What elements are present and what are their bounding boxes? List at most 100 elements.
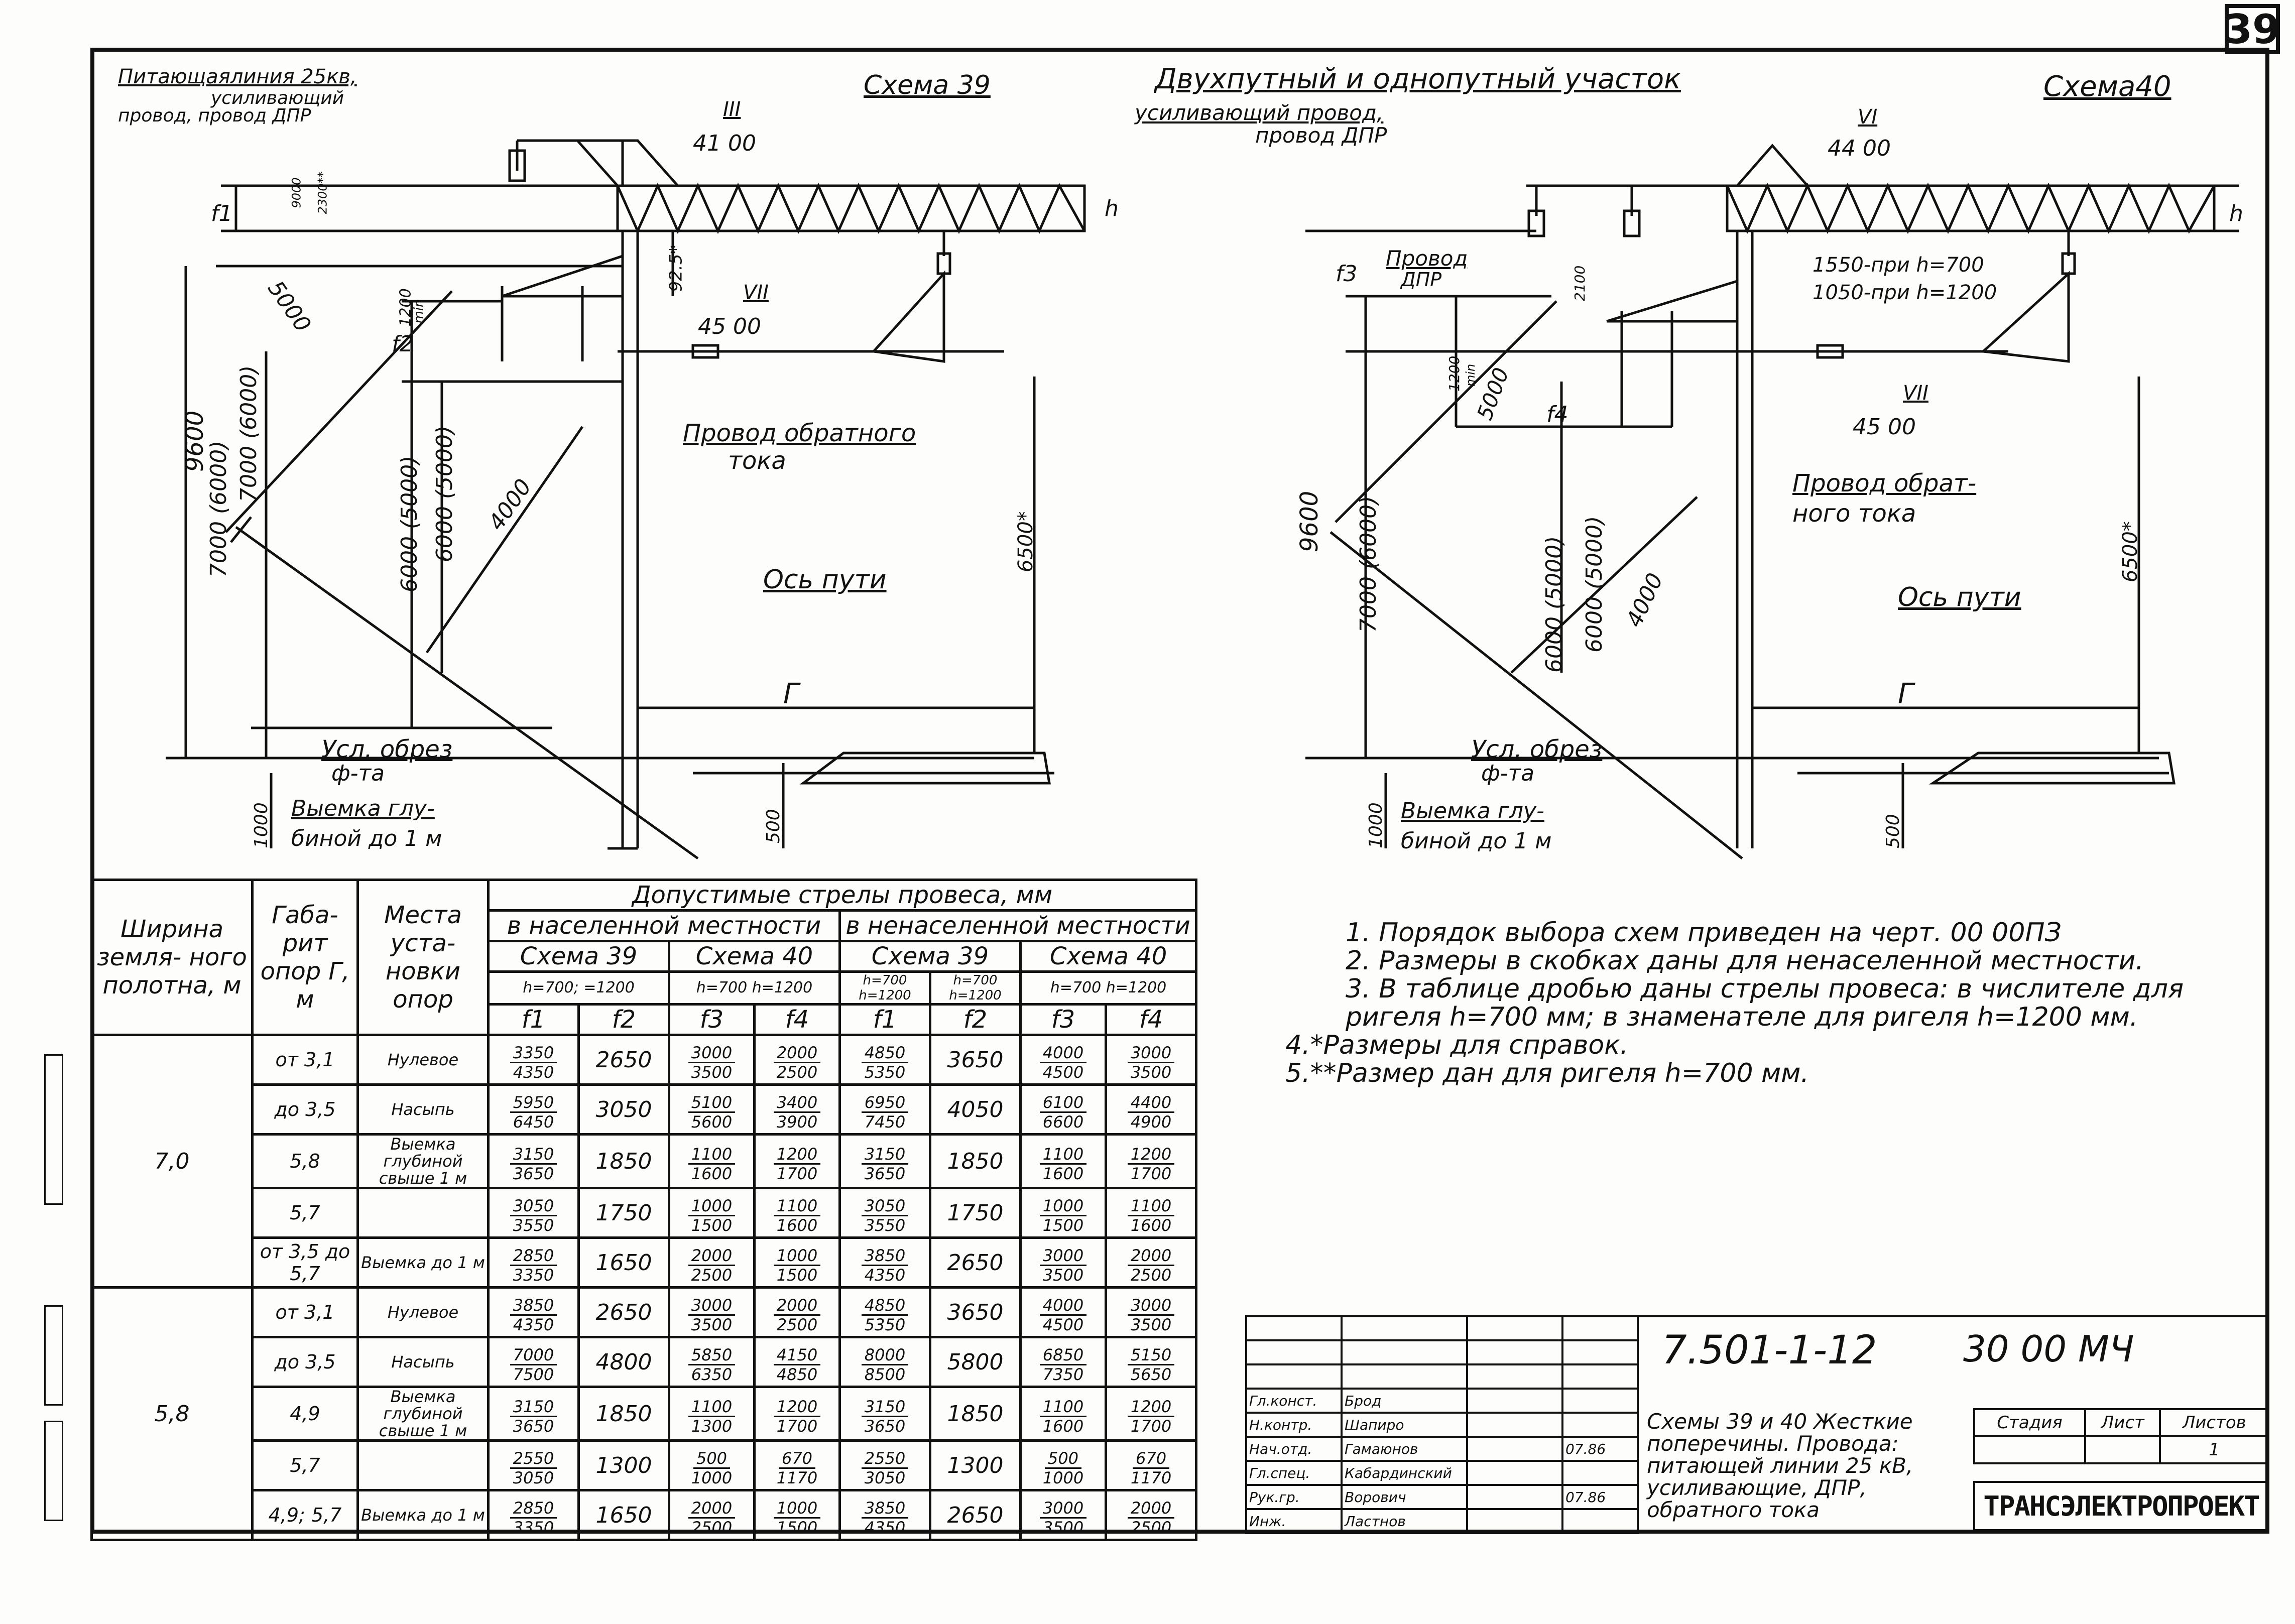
s40-return-wire: Провод обрат-	[1792, 469, 1977, 497]
col-width-header: Ширина земля- ного полотна, м	[90, 879, 254, 1036]
populated-header: в населенной местности	[487, 909, 841, 942]
s40-dim-500: 500	[1883, 814, 1903, 848]
place-cell: Нулевое	[356, 1286, 490, 1338]
doc-description: Схемы 39 и 40 Жесткие поперечины. Провод…	[1647, 1409, 1913, 1522]
unpop-f1-h: h=700 h=1200	[838, 970, 931, 1006]
denominator: 5650	[1130, 1365, 1172, 1384]
pop-s40-h: h=700 h=1200	[668, 970, 841, 1006]
denominator: 1000	[1042, 1468, 1084, 1487]
s40-excavation2: биной до 1 м	[1401, 828, 1552, 854]
hdr-f2: f2	[577, 1003, 670, 1036]
numerator: 1100	[1127, 1197, 1175, 1216]
sheet-number-box: 39	[2224, 4, 2280, 54]
numerator: 3150	[861, 1145, 909, 1165]
numerator: 4000	[1039, 1044, 1087, 1063]
role-4: Рук.гр.	[1245, 1484, 1343, 1510]
sheets-value: 1	[2159, 1435, 2269, 1464]
s40-note-h1200: 1050-при h=1200	[1813, 281, 1997, 304]
numerator: 3150	[510, 1145, 557, 1165]
denominator: 6350	[691, 1365, 733, 1384]
denominator: 2500	[776, 1063, 818, 1082]
s40-dim-7000: 7000 (6000)	[1356, 495, 1381, 633]
denominator: 2500	[691, 1518, 733, 1537]
s39-dim-925: 92.5*	[666, 245, 686, 292]
numerator: 3000	[1127, 1296, 1175, 1316]
numerator: 1100	[1039, 1398, 1087, 1417]
denominator: 3500	[1042, 1518, 1084, 1537]
denominator: 1700	[776, 1164, 818, 1183]
s39-track-axis: Ось пути	[763, 565, 887, 595]
date-2: 07.86	[1561, 1484, 1639, 1510]
s40-dim-9600: 9600	[1295, 490, 1323, 552]
denominator: 3050	[864, 1468, 906, 1487]
value-cell: 1750	[577, 1187, 670, 1239]
s39-dim-6000b: 6000 (5000)	[432, 425, 457, 562]
gabarit-cell: 4,9	[251, 1386, 359, 1442]
sheets-label: Листов	[2159, 1408, 2269, 1437]
place-cell: Выемка до 1 м	[356, 1236, 490, 1289]
name-4: Ворович	[1341, 1484, 1468, 1510]
numerator: 3350	[510, 1044, 557, 1063]
place-cell: Выемка глубиной свыше 1 м	[356, 1133, 490, 1189]
s40-dim-min: min	[1464, 363, 1478, 387]
gabarit-cell: от 3,5 до 5,7	[251, 1236, 359, 1289]
numerator: 1000	[773, 1246, 821, 1266]
s40-track-axis: Ось пути	[1898, 582, 2021, 612]
col-place-header: Места уста- новки опор	[356, 879, 490, 1036]
numerator: 8000	[861, 1346, 909, 1365]
value-cell: 1850	[929, 1386, 1022, 1442]
denominator: 2500	[1130, 1518, 1172, 1537]
s39-ref-mid-num: VII	[743, 281, 769, 304]
s39-dim-6000a: 6000 (5000)	[397, 455, 422, 592]
value-cell: 3650	[929, 1286, 1022, 1338]
numerator: 1000	[688, 1197, 736, 1216]
numerator: 4850	[861, 1044, 909, 1063]
s39-excavation: Выемка глу-	[291, 796, 435, 821]
denominator: 2500	[776, 1315, 818, 1334]
role-5: Инж.	[1245, 1508, 1343, 1534]
unpop-s40-h: h=700 h=1200	[1019, 970, 1198, 1006]
value-cell: 1850	[577, 1133, 670, 1189]
s39-truss	[616, 184, 1086, 232]
value-cell: 1750	[929, 1187, 1022, 1239]
s39-feeder-label: Питающаялиния 25кв,	[118, 65, 357, 88]
place-cell: Выемка до 1 м	[356, 1489, 490, 1541]
denominator: 1170	[776, 1468, 818, 1487]
hdr-f4b: f4	[1104, 1003, 1198, 1036]
place-cell: Нулевое	[356, 1034, 490, 1086]
numerator: 3000	[688, 1296, 736, 1316]
denominator: 4350	[864, 1266, 906, 1285]
denominator: 3050	[513, 1468, 554, 1487]
note-3: 3. В таблице дробью даны стрелы провеса:…	[1346, 974, 2184, 1032]
denominator: 4350	[864, 1518, 906, 1537]
denominator: 3650	[513, 1164, 554, 1183]
denominator: 5350	[864, 1063, 906, 1082]
